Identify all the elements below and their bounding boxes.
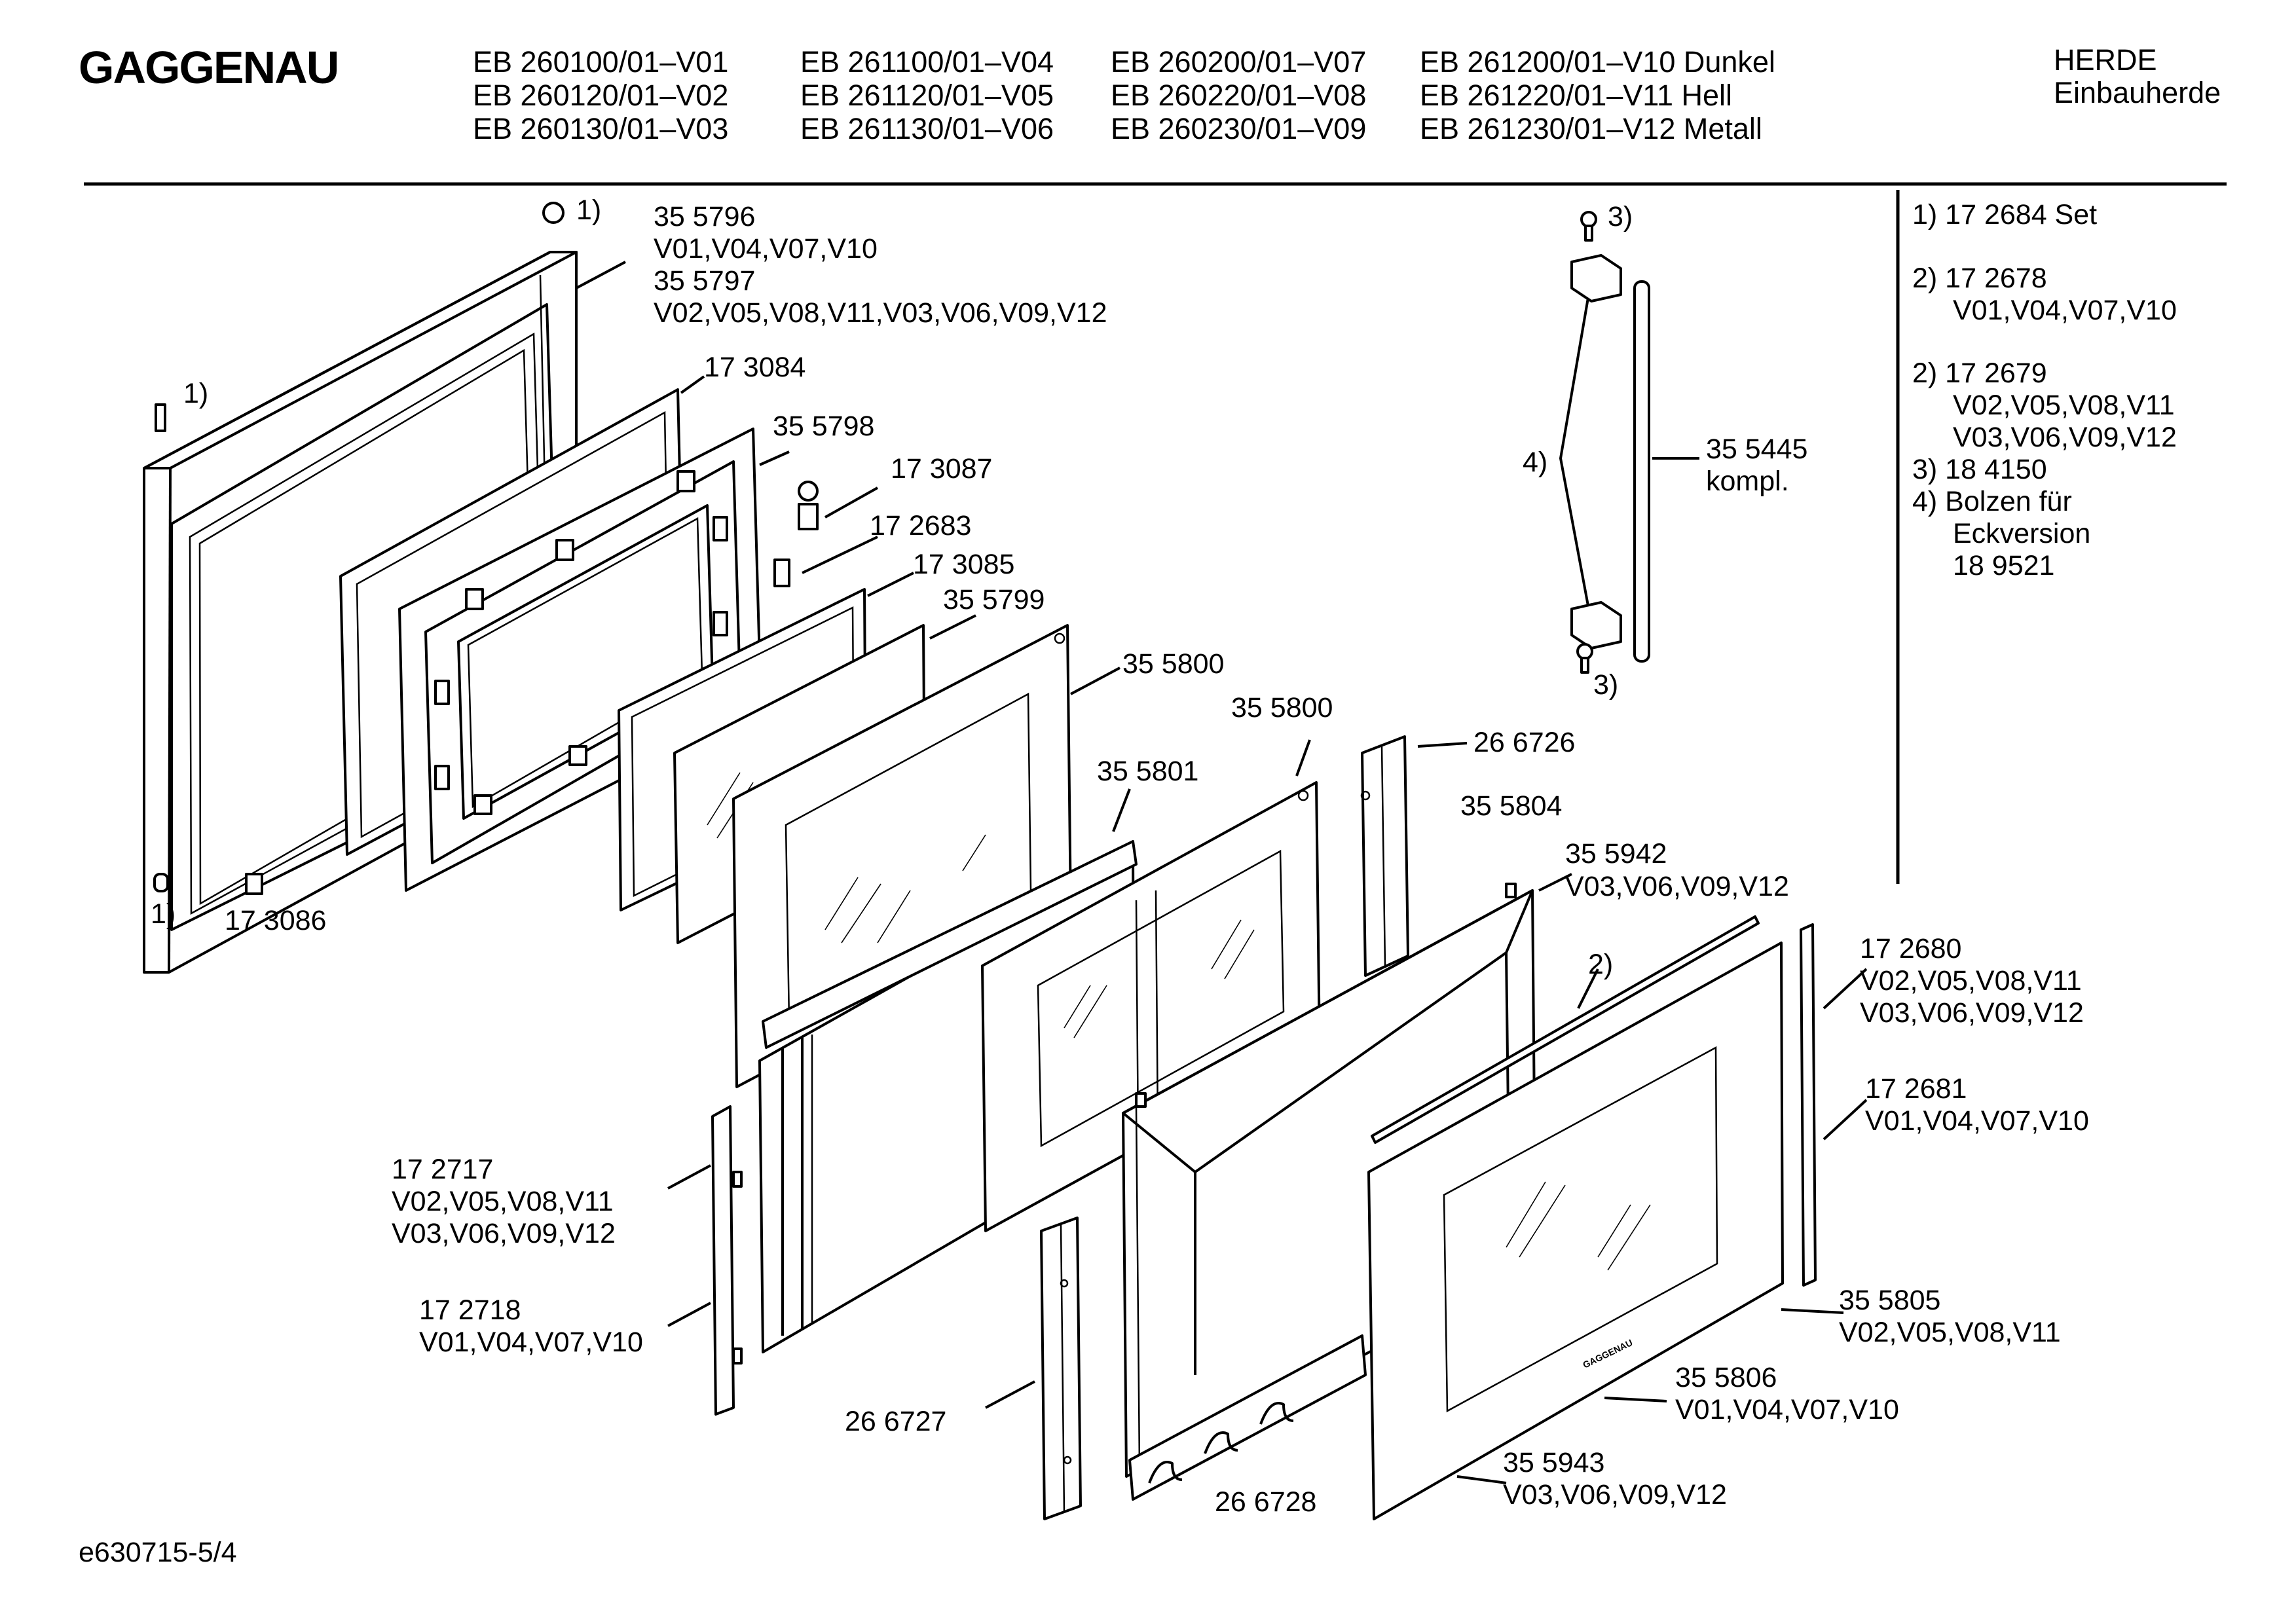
front-door-glass: GAGGENAU: [1367, 942, 1784, 1520]
callout: 26 6728: [1215, 1486, 1316, 1518]
inner-door-frame: [398, 428, 762, 892]
callout: V03,V06,V09,V12: [392, 1218, 616, 1249]
model-entry: EB 260200/01–V07: [1111, 45, 1366, 79]
model-entry: EB 260100/01–V01: [473, 45, 728, 79]
callout: 26 6726: [1473, 727, 1575, 758]
leader-lines: [576, 261, 1868, 1484]
callout: 1): [576, 194, 601, 226]
callout: 2): [1588, 949, 1613, 980]
hinge-screw-icon: [153, 202, 565, 895]
lower-vent-strip: [1128, 1334, 1367, 1501]
model-list: EB 260100/01–V01 EB 260120/01–V02 EB 260…: [473, 45, 1775, 145]
legend-line: 3) 18 4150: [1912, 454, 2047, 485]
callout-labels: 1) 35 5796 V01,V04,V07,V10 35 5797 V02,V…: [151, 194, 2089, 1518]
callout: 17 2717: [392, 1154, 493, 1185]
callout: V03,V06,V09,V12: [1565, 871, 1789, 902]
callout: V01,V04,V07,V10: [1865, 1105, 2089, 1137]
callout: V02,V05,V08,V11,V03,V06,V09,V12: [654, 297, 1107, 329]
model-entry: EB 261120/01–V05: [800, 79, 1054, 112]
callout: 35 5942: [1565, 838, 1667, 870]
callout: 35 5800: [1231, 692, 1333, 724]
model-entry: EB 261100/01–V04: [800, 45, 1054, 79]
callout: 35 5805: [1839, 1285, 1940, 1316]
side-profile-rail: [1360, 735, 1409, 977]
side-trim-strip: [1800, 923, 1817, 1287]
legend-line: 4) Bolzen für: [1912, 486, 2072, 517]
legend-line: V03,V06,V09,V12: [1953, 422, 2177, 453]
handle-bracket: [1570, 254, 1622, 650]
callout: 17 3086: [225, 905, 326, 936]
callout: 1): [151, 898, 176, 930]
legend-line: V01,V04,V07,V10: [1953, 295, 2177, 326]
callout: V03,V06,V09,V12: [1860, 997, 2084, 1029]
legend-line: V02,V05,V08,V11: [1953, 390, 2175, 421]
callout: 17 2681: [1865, 1073, 1967, 1105]
callout: 17 2680: [1860, 933, 1961, 964]
category-label: HERDE: [2054, 43, 2157, 77]
model-entry: EB 260230/01–V09: [1111, 112, 1366, 145]
callout: 4): [1523, 447, 1547, 478]
callout: 35 5798: [773, 411, 874, 442]
brand-logo: GAGGENAU: [79, 42, 338, 93]
callout: V02,V05,V08,V11: [1839, 1317, 2061, 1348]
callout: 35 5801: [1097, 756, 1198, 787]
callout: 17 3084: [704, 352, 805, 383]
legend-line: 2) 17 2679: [1912, 357, 2047, 389]
callout: kompl.: [1706, 466, 1789, 497]
bottom-profile-rail: [1040, 1217, 1082, 1520]
legend-line: 18 9521: [1953, 550, 2054, 581]
legend-line: 2) 17 2678: [1912, 263, 2047, 294]
callout: V01,V04,V07,V10: [1675, 1394, 1899, 1425]
door-handle-bar: [1633, 280, 1650, 663]
callout: 35 5797: [654, 265, 755, 297]
callout: V03,V06,V09,V12: [1503, 1479, 1727, 1511]
callout: V01,V04,V07,V10: [419, 1327, 643, 1358]
model-entry: EB 261220/01–V11 Hell: [1420, 79, 1732, 112]
screw-icon: [1576, 211, 1597, 674]
callout: V01,V04,V07,V10: [654, 233, 878, 265]
callout: 3): [1608, 201, 1633, 232]
callout: V02,V05,V08,V11: [1860, 965, 2082, 997]
subcategory-label: Einbauherde: [2054, 76, 2221, 109]
callout: 35 5796: [654, 201, 755, 232]
callout: 3): [1593, 669, 1618, 701]
callout: 17 2683: [870, 510, 971, 541]
callout: 17 3085: [913, 549, 1014, 580]
model-entry: EB 260220/01–V08: [1111, 79, 1366, 112]
callout: 17 3087: [891, 453, 992, 485]
callout: 26 6727: [845, 1406, 946, 1437]
callout: 35 5800: [1122, 648, 1224, 680]
legend: 1) 17 2684 Set 2) 17 2678 V01,V04,V07,V1…: [1912, 199, 2177, 581]
callout: 35 5943: [1503, 1447, 1604, 1478]
clip-part: [773, 559, 790, 587]
model-entry: EB 260130/01–V03: [473, 112, 728, 145]
model-entry: EB 261130/01–V06: [800, 112, 1054, 145]
drawing-number: e630715-5/4: [79, 1537, 237, 1568]
callout: V02,V05,V08,V11: [392, 1186, 614, 1217]
model-entry: EB 260120/01–V02: [473, 79, 728, 112]
top-trim-strip: [1371, 915, 1760, 1144]
left-side-profile: [711, 1105, 743, 1416]
legend-line: Eckversion: [1953, 518, 2090, 549]
model-entry: EB 261200/01–V10 Dunkel: [1420, 45, 1775, 79]
callout: 35 5804: [1460, 790, 1562, 822]
callout: 35 5799: [943, 584, 1045, 615]
callout: 1): [183, 378, 208, 409]
middle-glass-pane-front: [981, 781, 1321, 1232]
model-entry: EB 261230/01–V12 Metall: [1420, 112, 1762, 145]
callout: 17 2718: [419, 1294, 521, 1326]
callout: 35 5445: [1706, 433, 1807, 465]
callout: 35 5806: [1675, 1362, 1777, 1393]
hinge-pin-part: [798, 481, 819, 530]
legend-line: 1) 17 2684 Set: [1912, 199, 2097, 230]
